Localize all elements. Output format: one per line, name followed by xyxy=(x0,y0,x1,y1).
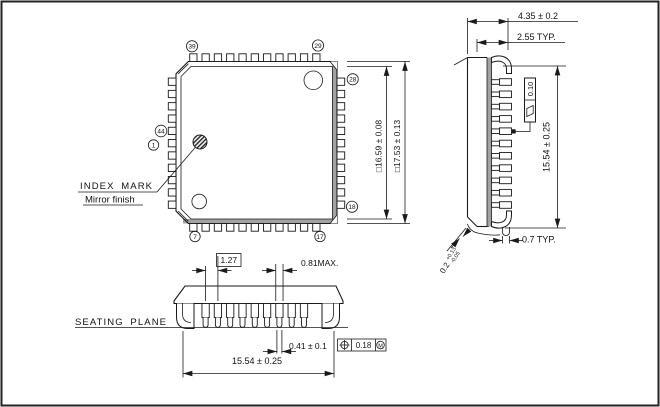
front-view: SEATING PLANE 1.27 0.81MAX. 0.41 ± 0.1 xyxy=(75,253,387,378)
pin-badge-18-label: 18 xyxy=(348,204,356,211)
front-right-curl xyxy=(321,303,340,329)
dim-body-inner: □16.59 ± 0.08 xyxy=(347,66,392,220)
dim-front-lead-span: 15.54 ± 0.25 xyxy=(182,331,335,378)
pin-badge-29-label: 29 xyxy=(314,43,322,50)
pins-left xyxy=(167,77,177,209)
dim-side-lead-span: 15.54 ± 0.25 xyxy=(503,65,566,229)
dim-body-outer: □17.53 ± 0.13 xyxy=(347,61,410,224)
pin-badge-44: 44 xyxy=(154,124,168,138)
front-left-curl xyxy=(176,303,195,329)
side-top-curl xyxy=(491,55,512,74)
pin-badge-1: 1 xyxy=(147,139,160,151)
position-tolerance-frame: 0.18 M xyxy=(337,338,387,352)
dim-lead-width-max: 0.81MAX. xyxy=(262,258,338,301)
pin-badge-44-label: 44 xyxy=(157,128,165,135)
mirror-finish-label: Mirror finish xyxy=(85,195,135,206)
pins-top xyxy=(189,53,321,62)
ejector-mark-bottom-left xyxy=(191,193,207,210)
flatness-symbol-icon xyxy=(526,104,534,118)
pin-badge-39: 39 xyxy=(185,40,198,53)
flatness-frame: 0.10 xyxy=(511,77,536,134)
dim-lead-thickness-minus: -0.05 xyxy=(450,251,462,265)
dim-side-lead-span-text: 15.54 ± 0.25 xyxy=(542,122,552,172)
side-bottom-curl xyxy=(491,210,512,229)
side-view: 4.35 ± 0.2 2.55 TYP. 0.10 15.54 ± 0.25 xyxy=(438,11,578,275)
dim-package-height-text: 4.35 ± 0.2 xyxy=(518,11,558,21)
index-mark-label: INDEX MARK xyxy=(80,181,153,192)
top-view: 39 29 28 18 17 7 44 1 xyxy=(78,39,410,243)
mmc-modifier-text: M xyxy=(378,343,383,349)
pin-badge-18: 18 xyxy=(345,200,358,213)
pin-badge-7: 7 xyxy=(189,230,201,243)
side-body-face xyxy=(487,57,492,227)
pins-bottom xyxy=(189,223,321,232)
position-tolerance-text: 0.18 xyxy=(356,341,372,350)
package-cap-outline xyxy=(180,66,333,220)
pin-badge-7-label: 7 xyxy=(193,234,197,241)
flatness-tolerance-text: 0.10 xyxy=(526,82,535,97)
pin-badge-17-label: 17 xyxy=(316,234,324,241)
dim-lead-width-max-text: 0.81MAX. xyxy=(301,258,338,268)
dim-standoff-typ-text: 2.55 TYP. xyxy=(517,32,556,42)
dim-body-inner-text: □16.59 ± 0.08 xyxy=(374,120,384,173)
dim-body-outer-text: □17.53 ± 0.13 xyxy=(392,120,402,173)
pins-right xyxy=(336,77,346,209)
side-foot xyxy=(502,227,510,236)
ejector-mark-top-right xyxy=(303,70,324,91)
index-mark-icon xyxy=(192,134,208,150)
pin-badge-28: 28 xyxy=(346,73,359,86)
dim-foot-width-typ-text: 0.7 TYP. xyxy=(522,235,556,245)
pin-badge-17: 17 xyxy=(314,230,326,243)
front-body-outline xyxy=(173,285,344,305)
dim-lead-pitch: 1.27 xyxy=(192,253,242,301)
dim-standoff-typ: 2.55 TYP. xyxy=(476,32,565,52)
mmc-modifier-icon: M xyxy=(376,340,385,349)
index-mark-callout: INDEX MARK Mirror finish xyxy=(78,147,196,206)
pin-badge-28-label: 28 xyxy=(349,77,357,84)
pin-badge-39-label: 39 xyxy=(188,44,196,51)
position-symbol-icon xyxy=(339,340,350,350)
dim-foot-width: 0.41 ± 0.1 xyxy=(263,330,327,355)
front-leads xyxy=(201,303,309,328)
dim-foot-width-typ: 0.7 TYP. xyxy=(489,235,556,245)
dim-foot-width-text: 0.41 ± 0.1 xyxy=(289,341,327,351)
seating-plane-label: SEATING PLANE xyxy=(75,317,167,328)
pin-badge-29: 29 xyxy=(311,39,324,52)
pin-badge-1-label: 1 xyxy=(152,142,156,149)
dim-lead-pitch-text: 1.27 xyxy=(221,255,238,265)
dim-front-lead-span-text: 15.54 ± 0.25 xyxy=(232,356,282,366)
